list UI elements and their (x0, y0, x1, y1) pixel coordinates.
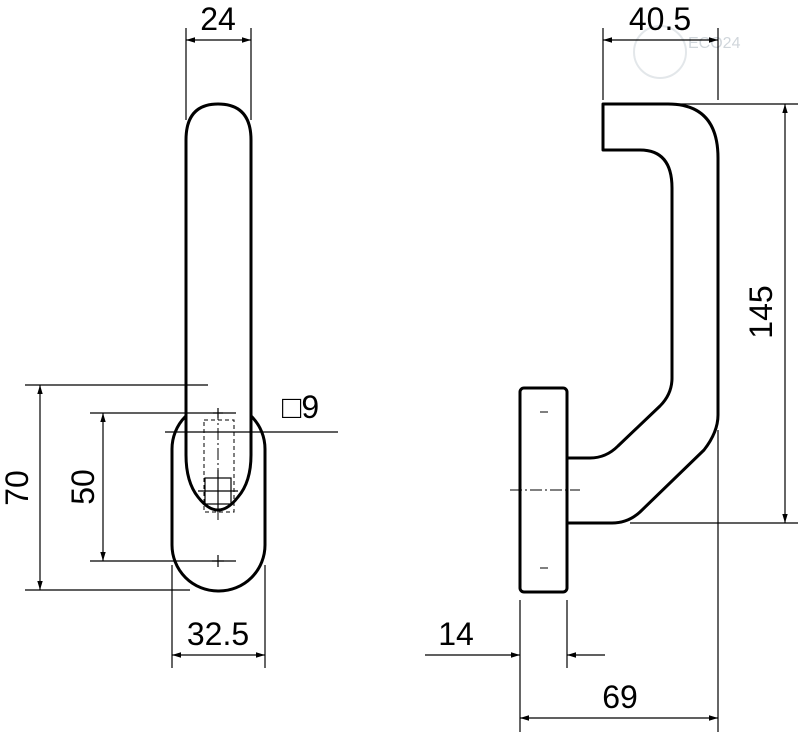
front-spindle-hidden (203, 419, 235, 513)
watermark-cart-icon (633, 25, 687, 79)
front-view (170, 102, 267, 593)
dim-side-total-label: 69 (602, 679, 638, 715)
dim-side-rose-thickness: 14 (425, 600, 605, 668)
dim-hole-spacing-label: 50 (65, 469, 101, 505)
dim-rose-height-label: 70 (0, 470, 35, 506)
dim-rose-height: 70 (0, 384, 208, 591)
dim-side-height-label: 145 (743, 285, 779, 338)
dim-spindle: □9 (165, 389, 338, 433)
dim-side-height: 145 (630, 103, 798, 524)
dim-side-rose-thickness-label: 14 (438, 616, 474, 652)
dim-rose-width-label: 32.5 (187, 616, 249, 652)
dim-side-depth-label: 40.5 (629, 1, 691, 37)
dim-spindle-label: □9 (282, 389, 319, 425)
dim-side-total: 69 (519, 430, 719, 732)
front-hole-square (198, 470, 238, 512)
dim-front-width: 24 (185, 1, 252, 120)
front-handle-grip (184, 102, 253, 512)
dim-rose-width: 32.5 (171, 565, 266, 668)
watermark-label: ECO24 (688, 35, 741, 52)
side-view (510, 102, 720, 594)
dim-front-width-label: 24 (200, 1, 236, 37)
dim-side-depth: 40.5 (602, 1, 719, 100)
side-handle-profile (565, 102, 720, 525)
dim-hole-spacing: 50 (65, 412, 236, 562)
